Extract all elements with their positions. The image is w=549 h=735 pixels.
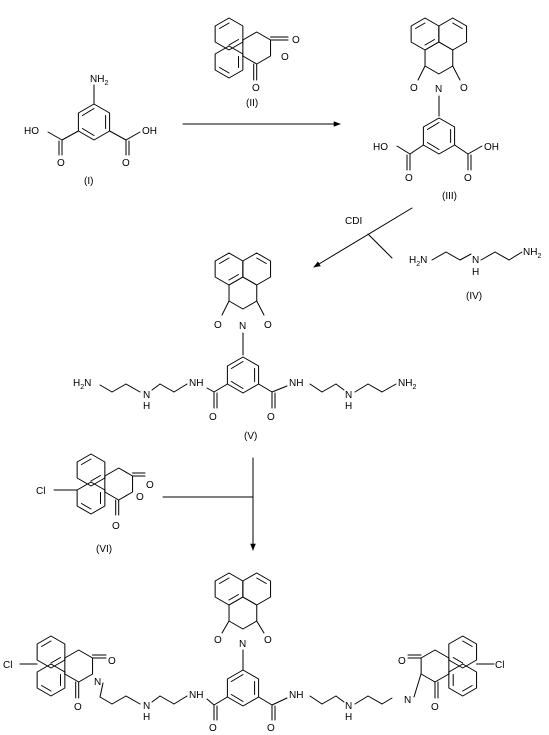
svg-text:N: N xyxy=(345,390,352,401)
svg-text:NH2: NH2 xyxy=(398,378,416,391)
svg-text:N: N xyxy=(143,390,150,401)
compound-label: (I) xyxy=(84,176,93,187)
svg-text:Cl: Cl xyxy=(36,486,45,497)
carbonyl-o: O xyxy=(264,320,272,331)
compound-V: O O N O NH N H H2N O NH xyxy=(73,252,416,442)
svg-text:O: O xyxy=(209,723,217,734)
svg-text:N: N xyxy=(404,695,411,706)
svg-text:O: O xyxy=(74,702,82,713)
carbonyl-o: O xyxy=(122,158,130,169)
anhydride-ring xyxy=(242,31,272,65)
carbonyl-o: O xyxy=(410,83,418,94)
compound-VI: Cl O O O (VI) xyxy=(36,453,154,555)
compound-label: (VI) xyxy=(96,544,112,555)
svg-text:N: N xyxy=(239,639,246,650)
svg-text:N: N xyxy=(94,677,101,688)
svg-text:O: O xyxy=(267,723,275,734)
imide-n: N xyxy=(435,84,442,95)
reagent-cdi: CDI xyxy=(345,216,362,227)
carbonyl-o: O xyxy=(460,83,468,94)
svg-text:Cl: Cl xyxy=(495,660,504,671)
svg-text:Cl: Cl xyxy=(3,660,12,671)
svg-text:O: O xyxy=(264,635,272,646)
svg-text:NH: NH xyxy=(189,378,203,389)
svg-text:H2N: H2N xyxy=(409,255,427,268)
svg-text:H: H xyxy=(143,712,150,723)
amine-n: N xyxy=(472,255,479,266)
carbonyl-o: O xyxy=(464,173,472,184)
compound-II: O O O (II) xyxy=(214,17,300,109)
ring-o: O xyxy=(281,52,289,63)
svg-text:O: O xyxy=(112,521,120,532)
imide-n: N xyxy=(239,321,246,332)
svg-text:O: O xyxy=(214,635,222,646)
compound-VII: O O N O NH N H O NH N xyxy=(3,572,504,734)
svg-text:O: O xyxy=(146,480,154,491)
svg-text:H: H xyxy=(345,712,352,723)
ring xyxy=(214,17,244,51)
svg-text:O: O xyxy=(136,492,144,503)
compound-label: (III) xyxy=(442,191,457,202)
compound-label: (II) xyxy=(246,98,258,109)
ring xyxy=(214,45,244,79)
amine-h: H xyxy=(472,267,479,278)
carbonyl-o: O xyxy=(252,83,260,94)
svg-text:O: O xyxy=(108,656,116,667)
svg-text:NH: NH xyxy=(289,378,303,389)
compound-IV: H2N N H NH2 (IV) xyxy=(409,247,541,302)
compound-label: (IV) xyxy=(466,291,482,302)
svg-text:H: H xyxy=(143,401,150,412)
compound-III: O O N HO O OH O (III) xyxy=(373,17,499,202)
svg-text:NH2: NH2 xyxy=(523,247,541,260)
hydroxyl-label: HO xyxy=(24,126,39,137)
carbonyl-o: O xyxy=(57,158,65,169)
reagent-branch xyxy=(367,233,393,259)
reaction-arrow xyxy=(313,207,413,268)
carbonyl-o: O xyxy=(214,320,222,331)
svg-text:O: O xyxy=(398,656,406,667)
carbonyl-o: O xyxy=(292,35,300,46)
svg-text:O: O xyxy=(267,412,275,423)
hydroxyl-label: HO xyxy=(373,142,388,153)
svg-text:O: O xyxy=(209,412,217,423)
hydroxyl-label: OH xyxy=(142,126,157,137)
svg-text:O: O xyxy=(431,702,439,713)
svg-text:H: H xyxy=(345,401,352,412)
hydroxyl-label: OH xyxy=(484,142,499,153)
svg-text:N: N xyxy=(143,701,150,712)
svg-text:NH: NH xyxy=(289,690,303,701)
benzene-ring xyxy=(77,103,111,141)
compound-label: (V) xyxy=(244,431,257,442)
svg-text:NH: NH xyxy=(189,690,203,701)
svg-text:H2N: H2N xyxy=(73,378,91,391)
amine-label: NH2 xyxy=(90,74,108,87)
svg-text:N: N xyxy=(345,701,352,712)
carbonyl-o: O xyxy=(405,173,413,184)
compound-I: NH2 O HO O OH (I) xyxy=(24,74,157,187)
